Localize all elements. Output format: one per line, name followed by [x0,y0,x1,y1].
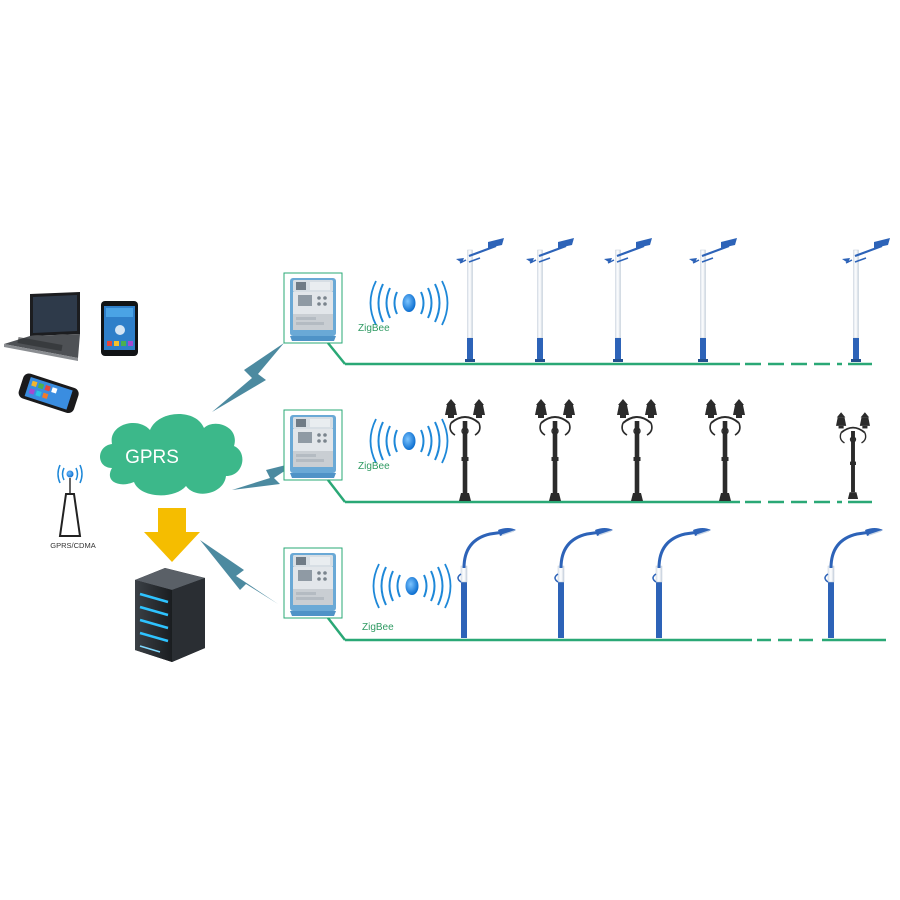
curved-street-light [456,526,518,640]
street-light [840,236,892,364]
lightning-icon [200,540,278,604]
row-protocol-label: ZigBee [358,323,390,334]
garden-lamp [616,398,658,502]
server-icon [135,568,205,662]
laptop-icon [4,292,80,361]
wifi-signal-icon [369,418,449,464]
concentrator-icon [283,547,343,619]
curved-street-light [823,526,885,640]
garden-lamp [704,398,746,502]
lighting-row-3: ZigBee [283,526,886,642]
lightning-icon [232,462,298,490]
street-light [454,236,506,364]
signal-tower-icon [57,464,83,537]
garden-lamp [534,398,576,502]
street-light [602,236,654,364]
row-protocol-label: ZigBee [362,622,394,633]
lighting-row-1: ZigBee [283,236,892,366]
lighting-row-2: ZigBee [283,398,872,504]
smartphone-icon [18,373,79,414]
tower-label: GPRS/CDMA [50,541,95,550]
garden-lamp [444,398,486,502]
down-arrow-icon [144,508,200,562]
curved-street-light [553,526,615,640]
street-light [687,236,739,364]
tablet-icon [101,301,138,356]
row-protocol-label: ZigBee [358,461,390,472]
concentrator-icon [283,272,343,344]
lightning-icon [212,343,284,412]
curved-street-light [651,526,713,640]
concentrator-icon [283,409,343,481]
wifi-signal-icon [372,563,452,609]
street-light [524,236,576,364]
cloud-label: GPRS [125,447,179,468]
wifi-signal-icon [369,280,449,326]
gprs-cloud [100,413,243,496]
garden-lamp [835,411,871,500]
